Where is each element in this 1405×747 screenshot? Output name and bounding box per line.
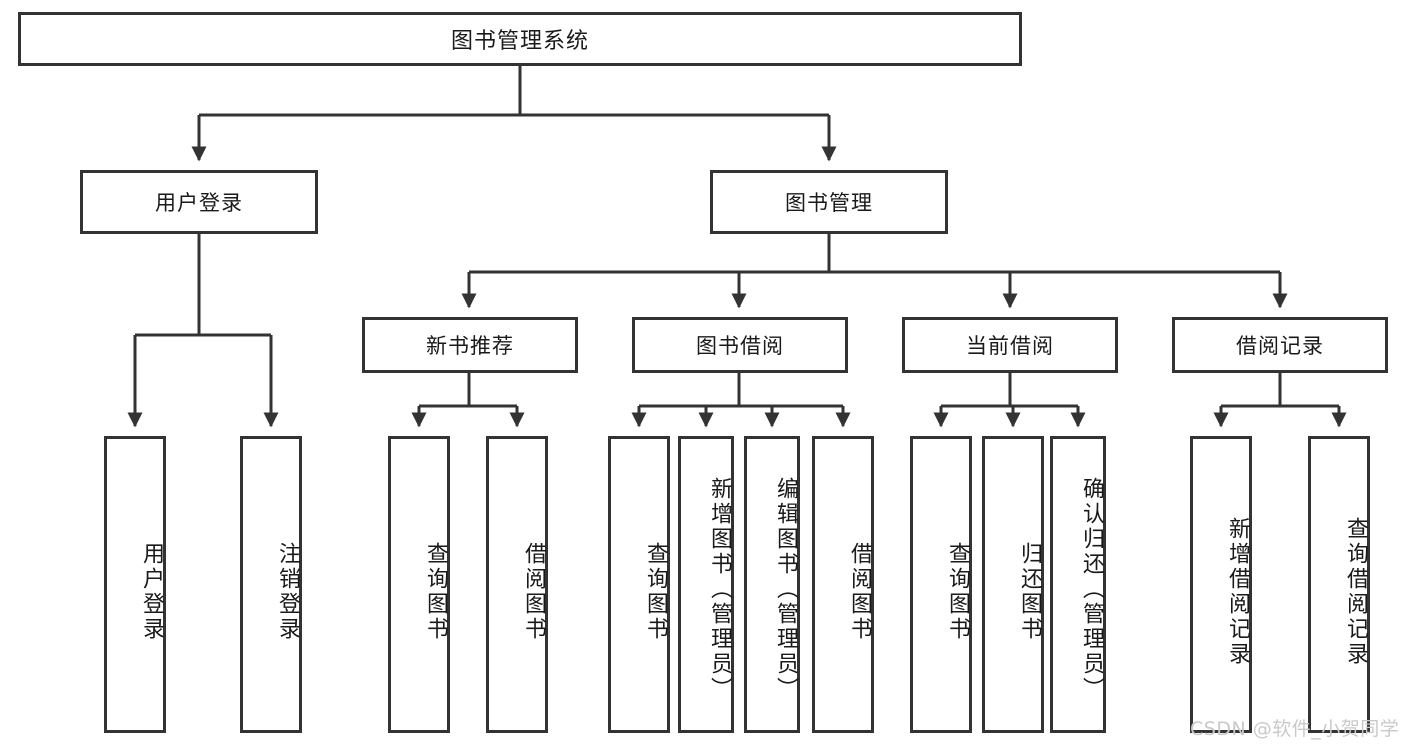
- node-root-system[interactable]: 图书管理系统: [18, 12, 1022, 66]
- csdn-watermark: CSDN @软件_小贺同学: [1190, 718, 1400, 740]
- node-leaf-edit-book[interactable]: 编辑图书（管理员）: [744, 436, 800, 733]
- node-new-book-recommend[interactable]: 新书推荐: [362, 317, 578, 373]
- node-borrow-record[interactable]: 借阅记录: [1172, 317, 1388, 373]
- node-leaf-query-book-recommend[interactable]: 查询图书: [388, 436, 450, 733]
- node-book-manage[interactable]: 图书管理: [710, 170, 948, 234]
- node-user-login[interactable]: 用户登录: [80, 170, 318, 234]
- node-current-borrow[interactable]: 当前借阅: [902, 317, 1118, 373]
- node-leaf-return-book[interactable]: 归还图书: [982, 436, 1044, 733]
- node-leaf-query-book-borrow[interactable]: 查询图书: [608, 436, 670, 733]
- node-leaf-logout[interactable]: 注销登录: [240, 436, 302, 733]
- node-leaf-add-book[interactable]: 新增图书（管理员）: [678, 436, 734, 733]
- node-book-borrow[interactable]: 图书借阅: [632, 317, 848, 373]
- node-leaf-user-login[interactable]: 用户登录: [104, 436, 166, 733]
- node-leaf-borrow-book[interactable]: 借阅图书: [812, 436, 874, 733]
- node-leaf-borrow-book-recommend[interactable]: 借阅图书: [486, 436, 548, 733]
- node-leaf-query-book-current[interactable]: 查询图书: [910, 436, 972, 733]
- node-leaf-query-borrow-record[interactable]: 查询借阅记录: [1308, 436, 1370, 733]
- node-leaf-confirm-return[interactable]: 确认归还（管理员）: [1050, 436, 1106, 733]
- node-leaf-add-borrow-record[interactable]: 新增借阅记录: [1190, 436, 1252, 733]
